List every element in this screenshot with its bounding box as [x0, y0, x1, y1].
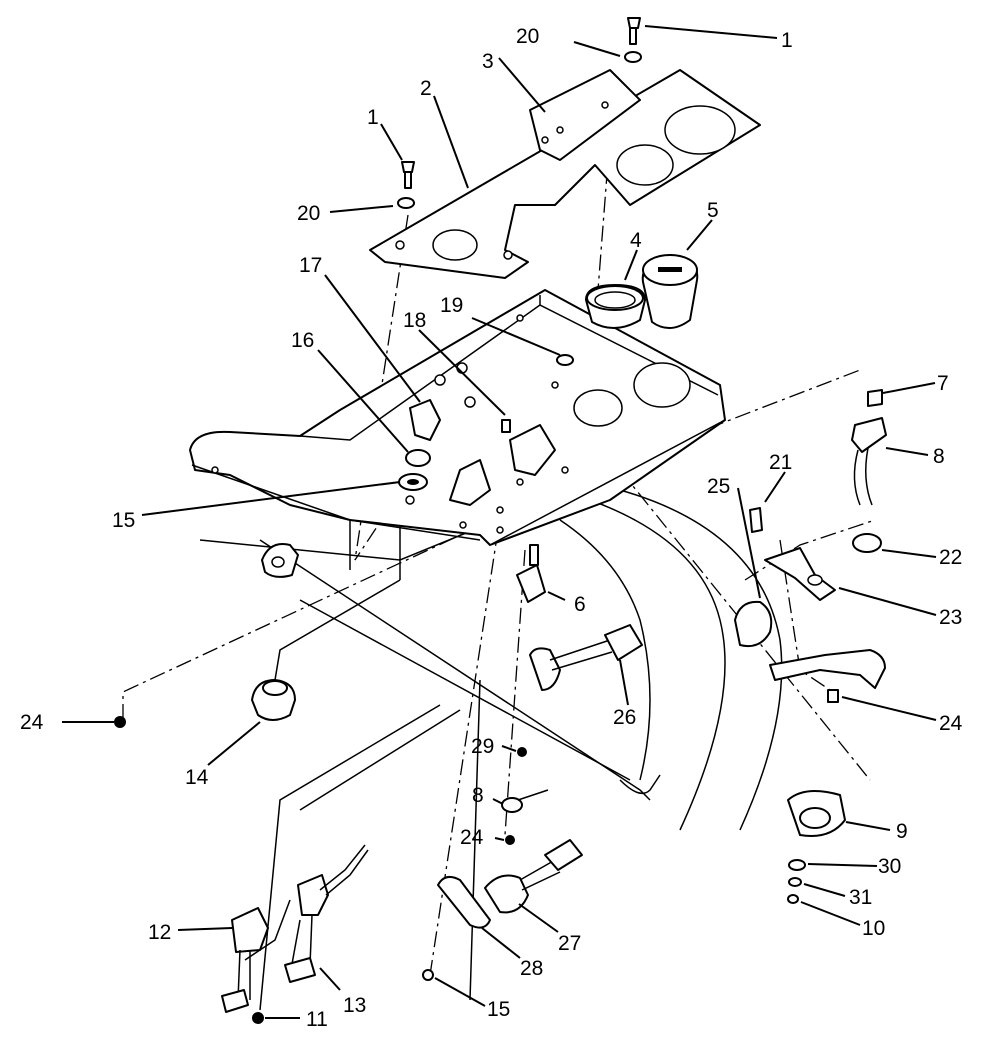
- callout-26: 26: [613, 706, 636, 729]
- callout-15-bottom: 15: [487, 998, 510, 1021]
- callout-7: 7: [937, 372, 949, 395]
- center-hardware: [422, 544, 643, 981]
- callout-24-left: 24: [20, 711, 44, 734]
- callout-5: 5: [707, 199, 719, 222]
- callout-8-center: 8: [472, 784, 484, 807]
- callout-8-right: 8: [933, 445, 945, 468]
- gauge-meter: [585, 284, 646, 329]
- callout-4: 4: [630, 229, 642, 252]
- callout-12: 12: [148, 921, 171, 944]
- right-hardware: [734, 389, 887, 904]
- callout-1-left: 1: [367, 106, 379, 129]
- dash-panel: [369, 69, 761, 279]
- callout-21: 21: [769, 451, 792, 474]
- callout-18: 18: [403, 309, 426, 332]
- callout-20-left: 20: [297, 202, 320, 225]
- callout-3: 3: [482, 50, 494, 73]
- console-body: [189, 289, 726, 546]
- callout-2: 2: [420, 77, 432, 100]
- callout-20-top: 20: [516, 25, 539, 48]
- callout-10: 10: [862, 917, 885, 940]
- callout-15-mid: 15: [112, 509, 135, 532]
- callout-11: 11: [306, 1008, 328, 1031]
- callout-16: 16: [291, 329, 314, 352]
- callout-19: 19: [440, 294, 463, 317]
- callout-22: 22: [939, 546, 962, 569]
- frame-tubes: [199, 469, 783, 1011]
- callout-30: 30: [878, 855, 901, 878]
- mounting-plate: [529, 69, 641, 161]
- callout-24-center: 24: [460, 826, 484, 849]
- left-hardware: [114, 543, 401, 1024]
- callout-28: 28: [520, 957, 543, 980]
- callout-6: 6: [574, 593, 586, 616]
- callout-23: 23: [939, 606, 962, 629]
- callout-31: 31: [849, 886, 872, 909]
- callout-13: 13: [343, 994, 366, 1017]
- callout-1-top: 1: [781, 29, 793, 52]
- hour-meter: [641, 254, 699, 329]
- callout-24-right: 24: [939, 712, 963, 735]
- callout-17: 17: [299, 254, 322, 277]
- leader-lines: [62, 25, 937, 1019]
- callout-27: 27: [558, 932, 581, 955]
- callout-25: 25: [707, 475, 730, 498]
- callout-29: 29: [471, 735, 494, 758]
- callout-14: 14: [185, 766, 209, 789]
- callout-labels: 1 20 3 2 1 20 5 4 17 19 18 16 7 8 21 25 …: [20, 25, 963, 1031]
- upper-hardware: [397, 17, 642, 491]
- callout-9: 9: [896, 820, 908, 843]
